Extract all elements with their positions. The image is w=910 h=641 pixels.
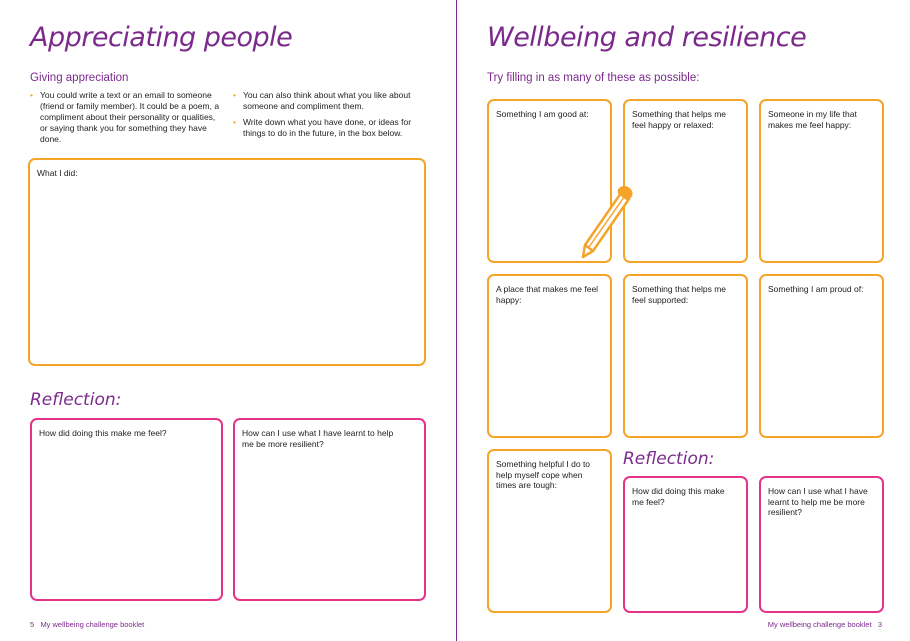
section-subtitle: Giving appreciation (30, 72, 129, 84)
box-label: How can I use what I have learnt to help… (242, 428, 394, 449)
page-title: Wellbeing and resilience (487, 22, 807, 53)
footer-text: My wellbeing challenge booklet (40, 620, 145, 629)
reflection-feel-box[interactable]: How did doing this make me feel? (30, 418, 223, 601)
reflection-resilient-box[interactable]: How can I use what I have learnt to help… (759, 476, 884, 613)
box-label: What I did: (37, 168, 78, 178)
reflection-title: Reflection: (623, 449, 715, 469)
reflection-resilient-box[interactable]: How can I use what I have learnt to help… (233, 418, 426, 601)
footer-text: My wellbeing challenge booklet (767, 620, 872, 629)
box-label: How can I use what I have learnt to help… (768, 486, 868, 517)
box-label: Something I am good at: (496, 109, 589, 119)
reflection-title: Reflection: (30, 390, 122, 410)
proud-box[interactable]: Something I am proud of: (759, 274, 884, 438)
page-divider (456, 0, 457, 641)
box-label: Something I am proud of: (768, 284, 864, 294)
box-label: Something that helps me feel happy or re… (632, 109, 727, 130)
what-i-did-box[interactable]: What I did: (28, 158, 426, 366)
reflection-feel-box[interactable]: How did doing this make me feel? (623, 476, 748, 613)
bullet: You could write a text or an email to so… (30, 90, 225, 145)
box-label: How did doing this make me feel? (39, 428, 167, 438)
box-label: How did doing this make me feel? (632, 486, 725, 507)
cope-box[interactable]: Something helpful I do to help myself co… (487, 449, 612, 613)
someone-box[interactable]: Someone in my life that makes me feel ha… (759, 99, 884, 263)
bullets-col2: You can also think about what you like a… (233, 90, 423, 144)
supported-box[interactable]: Something that helps me feel supported: (623, 274, 748, 438)
page-number: 5 (30, 620, 35, 629)
page-title: Appreciating people (30, 22, 293, 53)
box-label: Something that helps me feel supported: (632, 284, 727, 305)
good-at-box[interactable]: Something I am good at: (487, 99, 612, 263)
footer-left: 5 My wellbeing challenge booklet (30, 620, 144, 629)
bullet: Write down what you have done, or ideas … (233, 117, 423, 139)
bullets-col1: You could write a text or an email to so… (30, 90, 225, 150)
pencil-icon (581, 186, 633, 259)
section-subtitle: Try filling in as many of these as possi… (487, 72, 700, 84)
footer-right: My wellbeing challenge booklet 3 (768, 620, 882, 629)
page-number: 3 (877, 620, 882, 629)
bullet: You can also think about what you like a… (233, 90, 423, 112)
box-label: A place that makes me feel happy: (496, 284, 599, 305)
box-label: Someone in my life that makes me feel ha… (768, 109, 857, 130)
box-label: Something helpful I do to help myself co… (496, 459, 591, 490)
place-box[interactable]: A place that makes me feel happy: (487, 274, 612, 438)
happy-relaxed-box[interactable]: Something that helps me feel happy or re… (623, 99, 748, 263)
